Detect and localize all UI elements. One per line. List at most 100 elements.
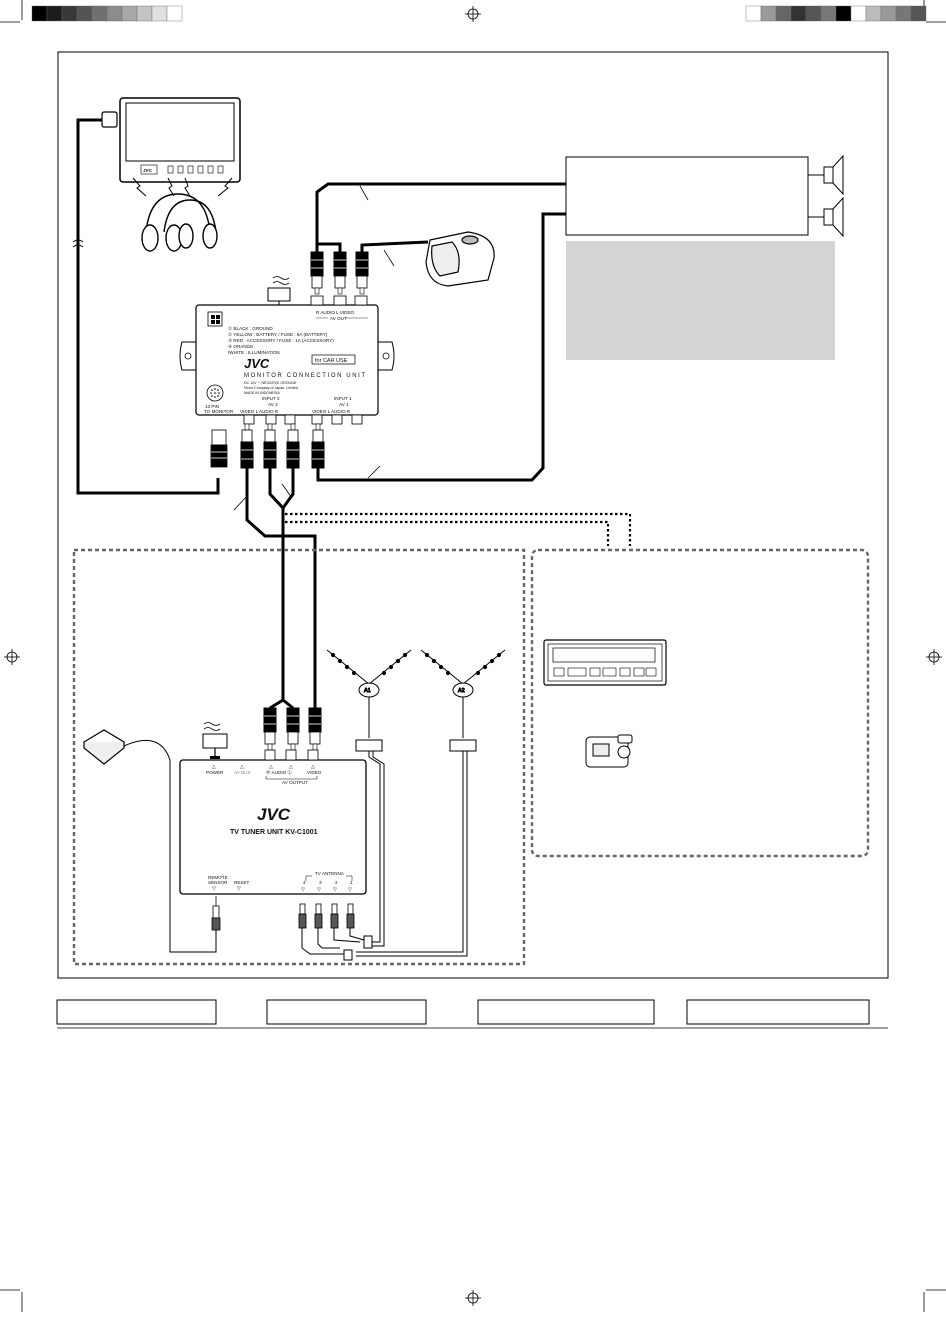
- wire-legend-line: ① BLACK : GROUND: [228, 326, 273, 331]
- svg-text:▽: ▽: [333, 887, 337, 893]
- rca-plug-icon: [286, 707, 300, 751]
- calibration-swatch: [31, 5, 48, 22]
- rca-plug-icon: [355, 251, 369, 295]
- calibration-swatch: [835, 5, 852, 22]
- calibration-swatch: [61, 5, 78, 22]
- rca-plug-icon: [310, 251, 324, 295]
- calibration-swatch: [91, 5, 108, 22]
- calibration-swatch: [790, 5, 807, 22]
- 13-pin-plug-icon: [210, 429, 228, 468]
- unit-origin: MADE IN INDONESIA: [244, 391, 280, 395]
- remote-sensor-icon: [82, 729, 126, 765]
- av-out-header: R AUDIO L VIDEO: [316, 310, 355, 315]
- remote-sensor-cable: [123, 739, 217, 953]
- tuner-power-label: POWER: [206, 770, 224, 775]
- tuner-antenna-plugs: [298, 903, 355, 929]
- unit-brand: JVC: [244, 356, 270, 371]
- rca-plug-icon: [311, 423, 325, 469]
- rca-plug-group: [240, 251, 369, 751]
- car-use-badge: for CAR USE: [315, 358, 348, 364]
- tuner-remote-label: REMOTE: [208, 875, 228, 880]
- calibration-swatch: [166, 5, 183, 22]
- av2-jacks: VIDEO L AUDIO R: [240, 409, 279, 414]
- calibration-swatch: [775, 5, 792, 22]
- rear-monitor-icon: [425, 231, 495, 287]
- antenna-port: 4: [303, 880, 306, 885]
- color-calibration-bar-right: [745, 5, 927, 22]
- crosshair-icon: [465, 6, 481, 22]
- unit-maker: Victor Company of Japan, Limited: [244, 386, 298, 390]
- diagram-frame: [57, 51, 889, 979]
- tuner-brand: JVC: [257, 805, 291, 824]
- amplifier-box: [565, 156, 809, 236]
- optional-cable-dotted: [285, 512, 632, 546]
- svg-text:▽: ▽: [237, 886, 241, 892]
- wire-legend-line: ④ ORANGE: [228, 344, 253, 349]
- wire-legend-line: ② YELLOW : BATTERY / FUSE : 5A (BATTERY): [228, 332, 328, 337]
- rca-plug-icon: [263, 707, 277, 751]
- wire-legend-line: /WHITE : ILLUMINATION: [228, 350, 280, 355]
- tuner-model: TV TUNER UNIT KV-C1001: [230, 829, 318, 836]
- monitor-connection-unit: R AUDIO L VIDEO AV OUT ① BLACK : GROUND …: [179, 276, 395, 425]
- input1-label: INPUT 1: [334, 396, 352, 401]
- av-cables: [76, 118, 566, 710]
- calibration-swatch: [121, 5, 138, 22]
- svg-text:▽: ▽: [301, 887, 305, 893]
- pin-label: TO MONITOR: [204, 409, 234, 414]
- monitor-brand: JVC: [143, 168, 153, 173]
- av1-label: AV 1: [339, 402, 349, 407]
- calibration-swatch: [151, 5, 168, 22]
- tuner-reset-label: RESET: [234, 880, 250, 885]
- calibration-swatch: [106, 5, 123, 22]
- rca-plug-icon: [240, 423, 254, 469]
- speaker-icon: [808, 196, 844, 238]
- av-out-label: AV OUT: [330, 316, 347, 321]
- antenna-cables: [301, 751, 468, 961]
- car-vcr-icon: [543, 639, 667, 686]
- av2-label: AV 2: [268, 402, 278, 407]
- tuner-audio-label: Ⓡ AUDIO Ⓛ: [266, 769, 292, 776]
- crosshair-icon: [465, 1290, 481, 1306]
- calibration-swatch: [895, 5, 912, 22]
- calibration-swatch: [865, 5, 882, 22]
- svg-text:▽: ▽: [212, 886, 216, 892]
- footer-label-boxes: [56, 999, 870, 1025]
- svg-text:△: △: [269, 764, 273, 770]
- camcorder-icon: [585, 734, 633, 768]
- tuner-av-output-label: AV OUTPUT: [282, 780, 308, 785]
- cable-callout-lines: [233, 185, 395, 511]
- unit-title: MONITOR CONNECTION UNIT: [244, 373, 367, 379]
- wire-legend-line: ③ RED : ACCESSORY / FUSE : 1A (ACCESSORY…: [228, 338, 334, 343]
- antenna-port: 2: [335, 880, 338, 885]
- rca-plug-icon: [333, 251, 347, 295]
- calibration-swatch: [850, 5, 867, 22]
- rca-plug-icon: [286, 423, 300, 469]
- calibration-swatch: [910, 5, 927, 22]
- infrared-beam-icon: [132, 177, 233, 197]
- svg-text:△: △: [240, 764, 244, 770]
- calibration-swatch: [745, 5, 762, 22]
- calibration-swatch: [820, 5, 837, 22]
- external-device-region: [530, 548, 870, 858]
- pin-label: 13 PIN: [205, 404, 219, 409]
- antenna-port: 1: [350, 880, 353, 885]
- calibration-swatch: [805, 5, 822, 22]
- rca-plug-icon: [263, 423, 277, 469]
- speaker-icon: [808, 154, 844, 196]
- tv-antenna-icon: A1: [326, 649, 412, 752]
- monitor-plug-icon: [101, 111, 118, 128]
- cable-break-icon: [72, 239, 84, 248]
- crosshair-icon: [4, 649, 20, 665]
- tuner-antenna-label: TV ANTENNA: [315, 871, 345, 876]
- svg-text:△: △: [212, 764, 216, 770]
- svg-text:△: △: [289, 764, 293, 770]
- rca-plug-icon: [308, 707, 322, 751]
- calibration-swatch: [76, 5, 93, 22]
- calibration-swatch: [46, 5, 63, 22]
- av1-jacks: VIDEO L AUDIO R: [312, 409, 351, 414]
- tv-antenna-icon: A2: [420, 649, 506, 752]
- optional-cable-dotted: [285, 520, 610, 546]
- unit-rating: DC 12V ⎓ NEGATIVE GROUND: [244, 381, 297, 385]
